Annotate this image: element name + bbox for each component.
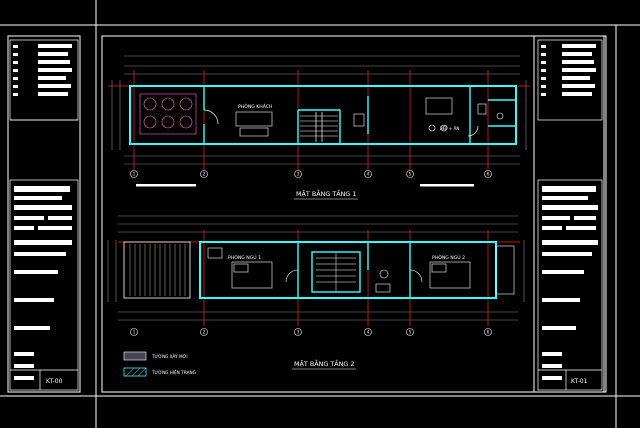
floor1-walls [129,85,517,145]
axis-bubble: 2 [200,170,208,178]
floor2-dimensions [107,215,525,321]
svg-text:4: 4 [367,330,370,335]
floor2-plan[interactable]: PHÒNG NGỦ 1 PHÒNG NGỦ 2 1 2 3 4 5 6 MẶT … [107,215,525,370]
floor1-dimensions [111,55,527,165]
room-label-bed1: PHÒNG NGỦ 1 [228,253,261,261]
room-label-living: PHÒNG KHÁCH [238,103,273,110]
left-title-block: KT-00 [9,39,79,391]
right-title-block: KT-01 [537,39,603,391]
legend-existing-wall: TƯỜNG HIỆN TRẠNG [151,370,196,375]
svg-text:1: 1 [133,172,136,177]
svg-text:2: 2 [203,172,206,177]
axis-bubble: 1 [130,170,138,178]
svg-text:1: 1 [133,330,136,335]
floor1-garage-pattern [139,93,197,135]
floor2-furniture [207,245,515,295]
svg-text:3: 3 [297,330,300,335]
floor2-title: MẶT BẰNG TẦNG 2 [294,358,354,368]
axis-bubble: 4 [364,328,372,336]
axis-bubble: 6 [484,170,492,178]
axis-bubble: 5 [406,170,414,178]
left-sheet-code: KT-00 [46,378,63,385]
axis-bubble: 3 [294,170,302,178]
legend-swatch-new-wall [123,351,147,361]
axis-bubble: 4 [364,170,372,178]
floor1-notes [136,184,474,187]
floor1-plan[interactable]: PHÒNG KHÁCH BẾP + ĂN 1 2 3 4 5 6 MẶT BẰN… [108,55,530,200]
axis-bubble: 3 [294,328,302,336]
svg-text:5: 5 [409,172,412,177]
floor2-staircase [316,252,356,292]
legend-swatch-existing-wall [123,367,147,377]
axis-bubble: 5 [406,328,414,336]
svg-text:6: 6 [487,330,490,335]
legend-new-wall: TƯỜNG XÂY MỚI [151,354,188,359]
room-label-kitchen: BẾP + ĂN [440,125,459,131]
svg-text:6: 6 [487,172,490,177]
svg-text:2: 2 [203,330,206,335]
floor1-axis-bubbles: 1 2 3 4 5 6 [130,170,492,178]
svg-text:5: 5 [409,330,412,335]
room-label-bed2: PHÒNG NGỦ 2 [432,253,465,261]
legend: TƯỜNG XÂY MỚI TƯỜNG HIỆN TRẠNG [123,351,196,377]
floor1-title: MẶT BẰNG TẦNG 1 [296,188,356,198]
floor2-terrace [123,241,191,299]
svg-text:4: 4 [367,172,370,177]
floor2-axis-lines [118,230,520,326]
floor1-staircase [300,115,338,137]
axis-bubble: 2 [200,328,208,336]
floor2-axis-bubbles: 1 2 3 4 5 6 [130,328,492,336]
axis-bubble: 6 [484,328,492,336]
axis-bubble: 1 [130,328,138,336]
svg-text:3: 3 [297,172,300,177]
floor1-furniture [235,97,504,137]
right-sheet-code: KT-01 [571,378,588,385]
